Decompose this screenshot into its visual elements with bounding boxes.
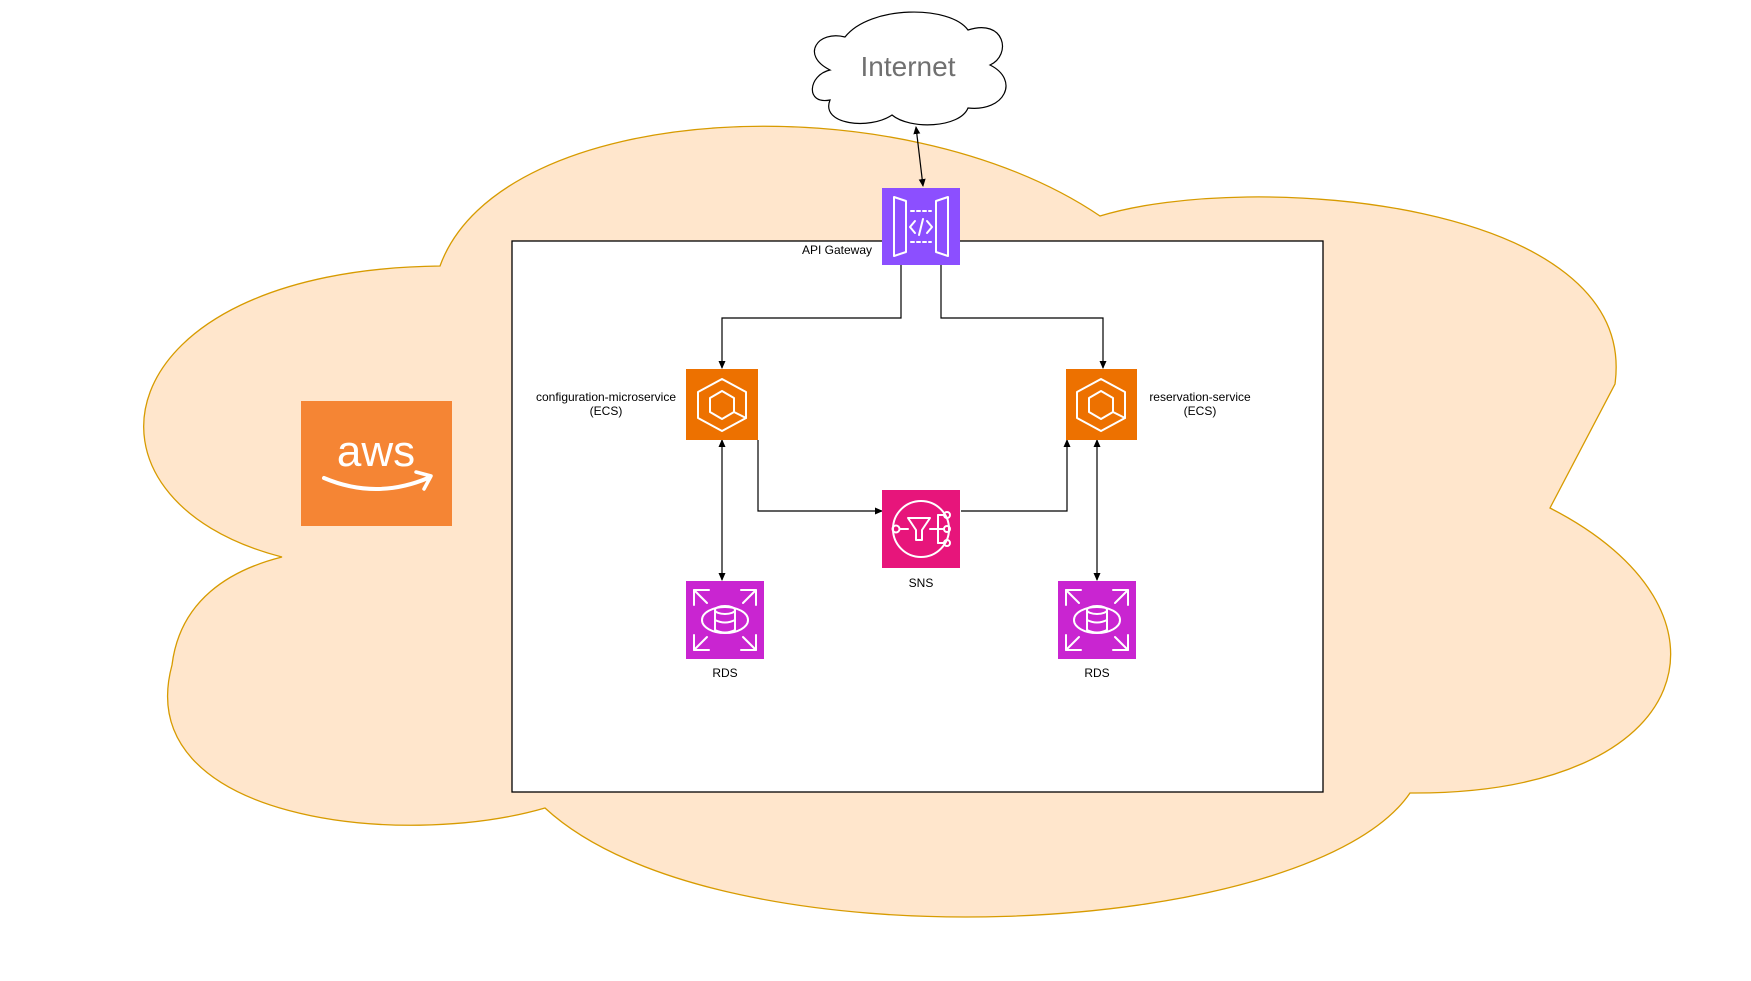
aws-logo-icon: aws — [301, 401, 452, 526]
config-service-node[interactable]: configuration-microservice (ECS) — [536, 369, 758, 440]
internet-cloud-icon — [811, 11, 1007, 126]
internet-label: Internet — [861, 51, 956, 82]
edge-sns-reservation — [961, 439, 1071, 512]
edges — [718, 126, 1107, 581]
config-service-label-line2: (ECS) — [590, 404, 623, 418]
sns-icon — [882, 490, 960, 568]
config-service-label-line1: configuration-microservice — [536, 390, 676, 404]
rds-left-label: RDS — [712, 666, 737, 680]
rds-right-node[interactable]: RDS — [1058, 581, 1136, 680]
sns-node[interactable]: SNS — [882, 490, 960, 590]
rds-left-node[interactable]: RDS — [686, 581, 764, 680]
reservation-service-label-line2: (ECS) — [1184, 404, 1217, 418]
aws-logo-text: aws — [337, 427, 415, 476]
edge-api-reservation — [940, 265, 1107, 369]
edge-config-sns — [757, 440, 883, 515]
reservation-service-label-line1: reservation-service — [1149, 390, 1251, 404]
api-gateway-label: API Gateway — [802, 243, 872, 257]
sns-label: SNS — [909, 576, 934, 590]
edge-api-config — [718, 265, 902, 369]
api-gateway-node[interactable]: API Gateway — [802, 188, 960, 265]
reservation-service-node[interactable]: reservation-service (ECS) — [1066, 369, 1251, 440]
edge-internet-api — [913, 126, 926, 187]
rds-right-label: RDS — [1084, 666, 1109, 680]
